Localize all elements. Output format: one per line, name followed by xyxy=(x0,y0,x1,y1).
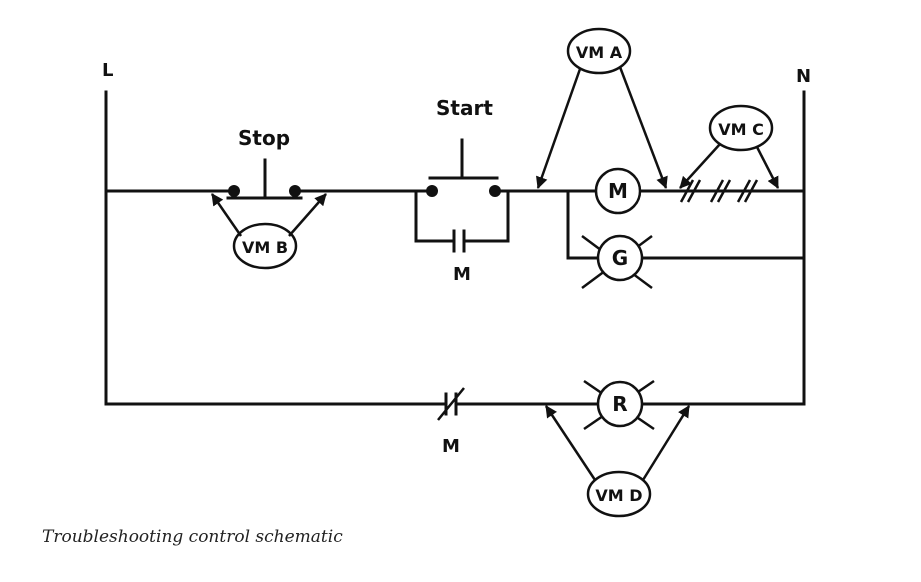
rung2-contact-label: M xyxy=(442,436,460,457)
green-pilot-lamp xyxy=(581,234,653,290)
red-lamp-label: R xyxy=(612,392,627,416)
voltmeter-b xyxy=(232,222,298,270)
rung2-nc-contact xyxy=(437,387,465,421)
motor-coil xyxy=(594,167,642,215)
voltmeter-a-label: VM A xyxy=(576,43,623,62)
left-rail-label: L xyxy=(102,60,113,81)
red-pilot-lamp xyxy=(583,379,655,431)
green-lamp-label: G xyxy=(612,246,628,270)
right-rail-label: N xyxy=(796,66,811,87)
stop-pushbutton xyxy=(226,158,303,200)
voltmeter-d xyxy=(586,470,652,518)
start-pushbutton xyxy=(426,138,501,197)
voltmeter-c-lead-right xyxy=(755,146,780,189)
overload-contacts xyxy=(679,179,759,203)
voltmeter-d-label: VM D xyxy=(595,486,642,505)
voltmeter-a-lead-right xyxy=(618,66,668,189)
voltmeter-a xyxy=(566,27,632,75)
voltmeter-b-label: VM B xyxy=(242,238,288,257)
voltmeter-c-label: VM C xyxy=(718,120,764,139)
voltmeter-a-lead-left xyxy=(536,68,582,189)
voltmeter-c xyxy=(708,104,774,152)
voltmeter-b-lead-left xyxy=(210,193,243,237)
voltmeter-d-lead-left xyxy=(544,405,597,481)
figure-caption: Troubleshooting control schematic xyxy=(42,527,343,547)
motor-coil-label: M xyxy=(608,179,628,203)
seal-in-contact-label: M xyxy=(453,264,471,285)
stop-label: Stop xyxy=(238,126,290,150)
voltmeter-c-lead-left xyxy=(679,143,721,189)
seal-in-branch xyxy=(414,189,510,253)
voltmeter-d-lead-right xyxy=(641,405,691,481)
start-label: Start xyxy=(436,96,493,120)
green-lamp-branch xyxy=(566,189,806,260)
voltmeter-b-lead-right xyxy=(288,193,327,237)
